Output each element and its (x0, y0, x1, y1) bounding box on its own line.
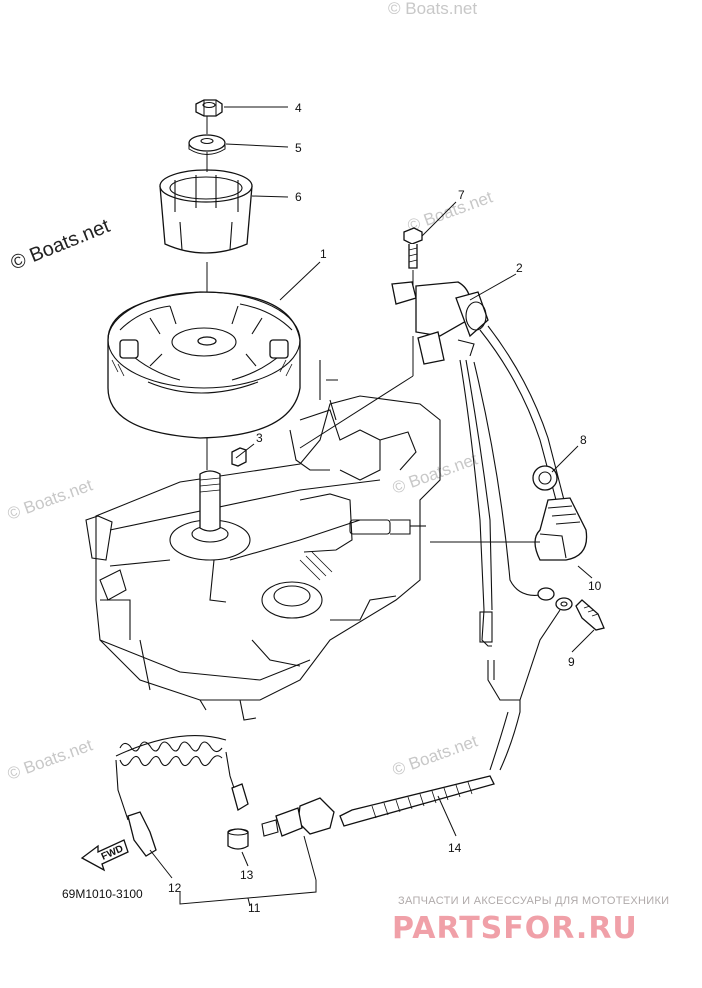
callout-2: 2 (516, 261, 523, 275)
shop-tagline: ЗАПЧАСТИ И АКСЕССУАРЫ ДЛЯ МОТОТЕХНИКИ (398, 895, 669, 907)
part-7-bolt (403, 227, 423, 269)
callout-numbers: 4 5 6 1 7 2 3 8 10 9 14 12 13 11 (168, 101, 602, 915)
callout-14: 14 (448, 841, 462, 855)
callout-10: 10 (588, 579, 602, 593)
watermark-faint: © Boats.net (390, 731, 480, 779)
watermark-faint: © Boats.net (5, 475, 95, 523)
part-6-starter-cup (159, 169, 253, 254)
brand-logo: PARTSFOR.RU (392, 911, 638, 946)
leader-lines (149, 106, 595, 907)
part-2-ignition-coil (391, 281, 489, 365)
part-8-grommet (532, 465, 558, 491)
part-13-stop-clip (227, 828, 249, 850)
part-3-key (231, 447, 247, 467)
callout-4: 4 (295, 101, 302, 115)
callout-8: 8 (580, 433, 587, 447)
ring-terminal (537, 587, 573, 611)
part-1-flywheel (107, 291, 301, 439)
part-5-washer (188, 134, 226, 155)
callout-6: 6 (295, 190, 302, 204)
part-9-bolt (575, 599, 605, 631)
diagram-code: 69M1010-3100 (62, 887, 143, 901)
part-10-plug-cap (534, 497, 588, 561)
watermark-faint: © Boats.net (388, 0, 477, 18)
callout-12: 12 (168, 881, 182, 895)
callout-5: 5 (295, 141, 302, 155)
watermark-faint: © Boats.net (5, 735, 95, 783)
powerhead-block (85, 360, 441, 721)
callout-3: 3 (256, 431, 263, 445)
callout-1: 1 (320, 247, 327, 261)
callout-13: 13 (240, 868, 254, 882)
callout-9: 9 (568, 655, 575, 669)
fwd-arrow-icon: FWD (80, 839, 129, 872)
part-14-stop-switch-lead (261, 775, 495, 837)
watermark-faint: © Boats.net (405, 187, 495, 235)
callout-11: 11 (248, 901, 261, 915)
callout-7: 7 (458, 188, 465, 202)
part-4-nut (195, 99, 223, 117)
watermark-main: © Boats.net (8, 215, 114, 275)
watermark-faint: © Boats.net (390, 449, 480, 497)
part-12-lanyard (115, 735, 249, 857)
